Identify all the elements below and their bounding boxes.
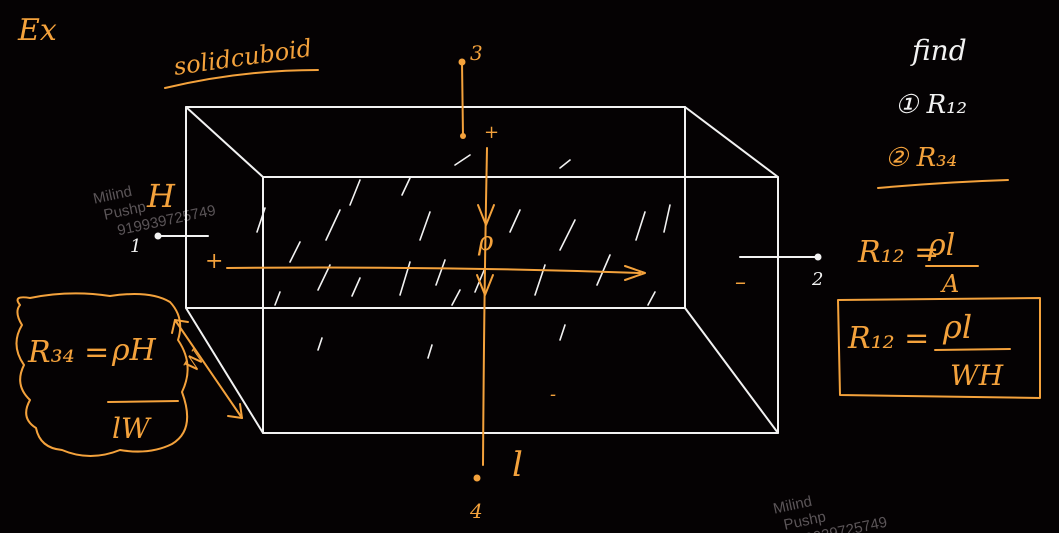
terminal-1-label: 1	[130, 236, 141, 257]
example-label: Ex	[17, 13, 57, 48]
watermark-bottom: Milind Pushp 9939725749	[772, 493, 889, 533]
r34-boxed-fraction-bar	[107, 400, 179, 403]
r12-general-numerator: ρl	[927, 228, 955, 263]
cuboid-edge-tr	[684, 106, 779, 178]
plus-left: +	[205, 249, 223, 274]
minus-bottom: -	[550, 384, 556, 405]
r12-boxed-lhs: R₁₂ =	[847, 321, 929, 356]
cuboid-edge-tl	[185, 106, 264, 178]
current-arrow-vertical-1	[477, 204, 495, 226]
plus-top: +	[484, 122, 499, 143]
cuboid-edge-bl	[185, 307, 264, 434]
width-arrow-head-top	[171, 319, 189, 334]
length-label: l	[512, 445, 523, 485]
current-path-horizontal	[226, 266, 641, 274]
width-arrow-head-bottom	[227, 403, 243, 419]
subject-underline	[164, 69, 319, 89]
terminal-4-label: 4	[469, 499, 483, 523]
cuboid-back-face	[185, 106, 686, 309]
current-arrow-horizontal	[624, 265, 646, 281]
height-label: H	[146, 177, 176, 215]
material-hatching	[256, 154, 671, 359]
find-item-2-underline	[877, 179, 1009, 189]
terminal-3-label: 3	[470, 41, 483, 65]
terminal-2-label: 2	[811, 269, 823, 290]
r34-boxed-lhs: R₃₄ =	[27, 335, 109, 370]
current-path-vertical	[482, 147, 488, 466]
find-heading: find	[910, 34, 967, 67]
r12-result-box	[837, 297, 1041, 399]
r12-general-denominator: A	[940, 270, 959, 298]
find-item-2: ② R₃₄	[885, 143, 957, 173]
terminal-4: 4	[469, 474, 483, 523]
r12-boxed-numerator: ρl	[942, 308, 972, 346]
r34-result-cloud	[15, 292, 189, 457]
current-arrow-vertical-2	[476, 274, 494, 296]
rho-label: ρ	[477, 227, 494, 257]
width-arrow	[174, 319, 243, 419]
terminal-3: 3	[458, 41, 483, 139]
r34-boxed-numerator: ρH	[111, 333, 157, 368]
r34-boxed-denominator: lW	[112, 412, 152, 445]
r12-boxed-denominator: WH	[950, 359, 1004, 392]
terminal-1: 1	[130, 232, 209, 257]
cuboid-outline	[185, 106, 779, 434]
terminal-2: 2	[739, 253, 823, 290]
r12-boxed-fraction-bar	[934, 348, 1011, 351]
r12-general-lhs: R₁₂ =	[857, 235, 939, 270]
minus-right: –	[735, 270, 746, 295]
find-item-1: ① R₁₂	[895, 90, 967, 120]
cuboid-front-face	[262, 176, 779, 434]
cuboid-edge-br	[684, 307, 779, 434]
